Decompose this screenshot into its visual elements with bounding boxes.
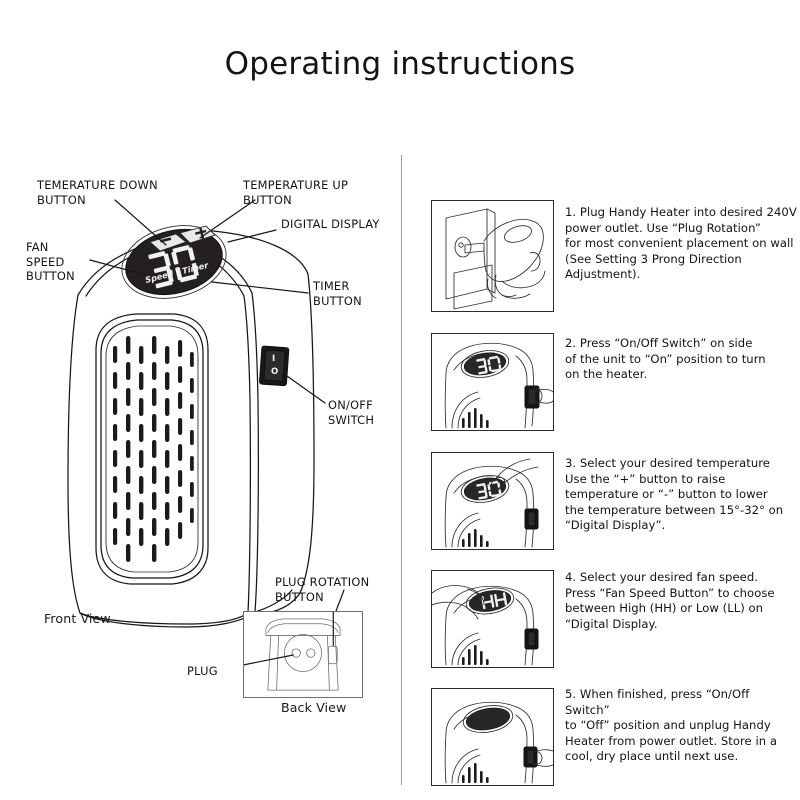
plug-pin-left bbox=[291, 648, 301, 658]
plug-pin-right bbox=[306, 648, 316, 658]
step-5-text: 5. When finished, press “On/Off Switch” … bbox=[565, 687, 778, 764]
callout-plug: PLUG bbox=[187, 664, 218, 678]
step-2-illustration bbox=[431, 333, 554, 431]
page-title: Operating instructions bbox=[224, 46, 576, 82]
step-1-illustration bbox=[431, 200, 554, 312]
callout-leader-lines bbox=[89, 199, 345, 650]
on-off-switch-graphic[interactable]: I O bbox=[259, 345, 290, 387]
callout-digital-display: DIGITAL DISPLAY bbox=[281, 217, 380, 231]
step-1-text: 1. Plug Handy Heater into desired 240V p… bbox=[565, 205, 797, 282]
callout-on-off-switch: ON/OFF SWITCH bbox=[328, 398, 375, 427]
switch-off-mark: O bbox=[271, 367, 278, 377]
front-view-label: Front View bbox=[44, 611, 111, 626]
callout-fan-speed-button: FAN SPEED BUTTON bbox=[26, 240, 75, 283]
step-2-text: 2. Press “On/Off Switch” on side of the … bbox=[565, 336, 766, 382]
step-4-text: 4. Select your desired fan speed. Press … bbox=[565, 570, 775, 631]
callout-temperature-up-button: TEMPERATURE UP BUTTON bbox=[243, 178, 349, 207]
step-3-text: 3. Select your desired temperature Use t… bbox=[565, 456, 784, 533]
callout-temperature-down-button: TEMERATURE DOWN BUTTON bbox=[37, 178, 158, 207]
step-5-illustration bbox=[431, 688, 554, 786]
callout-timer-button: TIMER BUTTON bbox=[313, 279, 362, 308]
section-divider bbox=[401, 155, 402, 785]
step-3-illustration bbox=[431, 452, 554, 550]
front-grille-slots bbox=[113, 336, 194, 562]
step-4-illustration bbox=[431, 570, 554, 668]
heater-diagram: Speed Timer bbox=[67, 199, 345, 650]
plug-rotation-button-graphic[interactable] bbox=[328, 645, 338, 665]
back-view-label: Back View bbox=[281, 700, 347, 715]
callout-plug-rotation-button: PLUG ROTATION BUTTON bbox=[275, 575, 370, 604]
back-view-panel bbox=[243, 611, 363, 698]
switch-on-mark: I bbox=[272, 354, 275, 364]
